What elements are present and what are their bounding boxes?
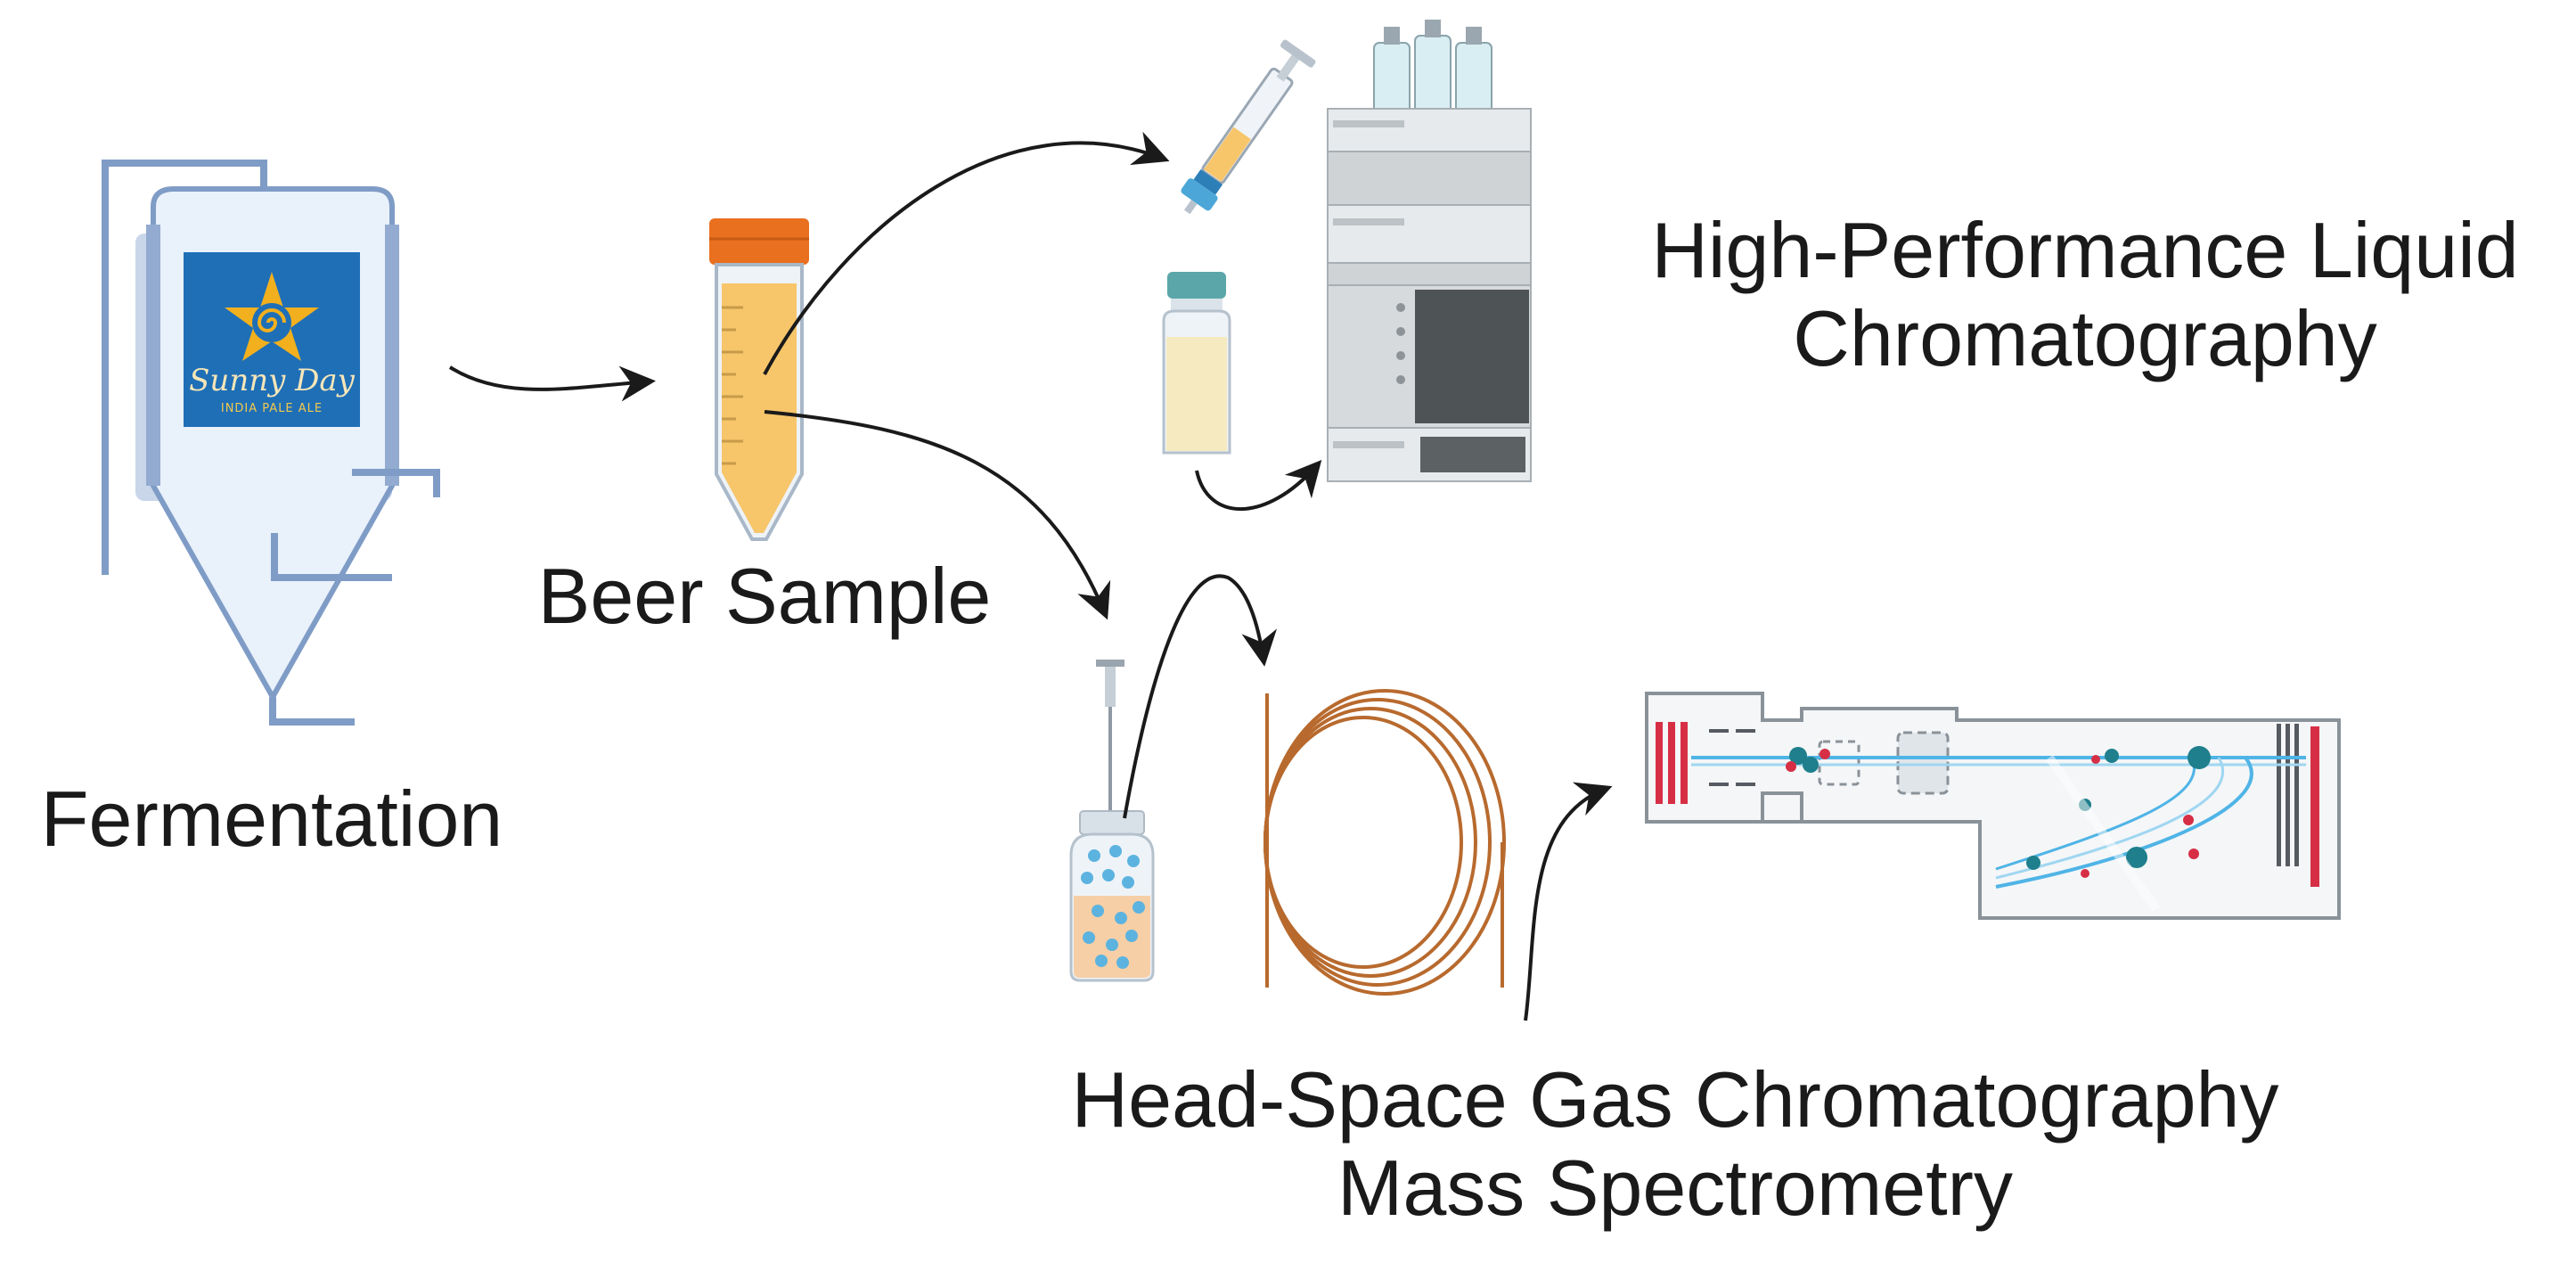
syringe-filter-icon — [1181, 39, 1316, 215]
fermentation-label: Fermentation — [40, 775, 503, 863]
arrow-column-to-ms — [1524, 782, 1613, 1021]
beer-sample-tube-icon — [709, 218, 809, 541]
svg-text:Sunny Day: Sunny Day — [189, 363, 356, 398]
gcms-label: Head-Space Gas Chromatography Mass Spect… — [1002, 1055, 2348, 1232]
gcms-label-line2: Mass Spectrometry — [1337, 1143, 2013, 1232]
sunny-day-logo: Sunny Day INDIA PALE ALE — [184, 252, 360, 427]
svg-text:INDIA PALE ALE: INDIA PALE ALE — [221, 402, 323, 415]
arrow-headspace-to-column — [1123, 574, 1278, 819]
hplc-label-line1: High-Performance Liquid — [1651, 206, 2519, 294]
hplc-vial-icon — [1162, 272, 1231, 455]
beer-sample-label: Beer Sample — [537, 552, 992, 640]
hplc-label-line2: Chromatography — [1793, 293, 2377, 382]
fermentation-vessel-icon — [102, 160, 440, 726]
headspace-vial-icon — [1069, 660, 1155, 982]
gcms-label-line1: Head-Space Gas Chromatography — [1071, 1055, 2279, 1144]
arrow-vial-to-hplc-system — [1195, 459, 1322, 511]
hplc-label: High-Performance Liquid Chromatography — [1599, 206, 2571, 382]
arrow-sample-to-hplc — [763, 131, 1170, 375]
arrow-fermentation-to-sample — [448, 365, 656, 402]
hplc-system-icon — [1327, 20, 1532, 482]
gc-column-icon — [1263, 689, 1506, 996]
arrow-sample-to-gcms — [764, 410, 1111, 620]
mass-spectrometer-icon — [1645, 692, 2341, 920]
